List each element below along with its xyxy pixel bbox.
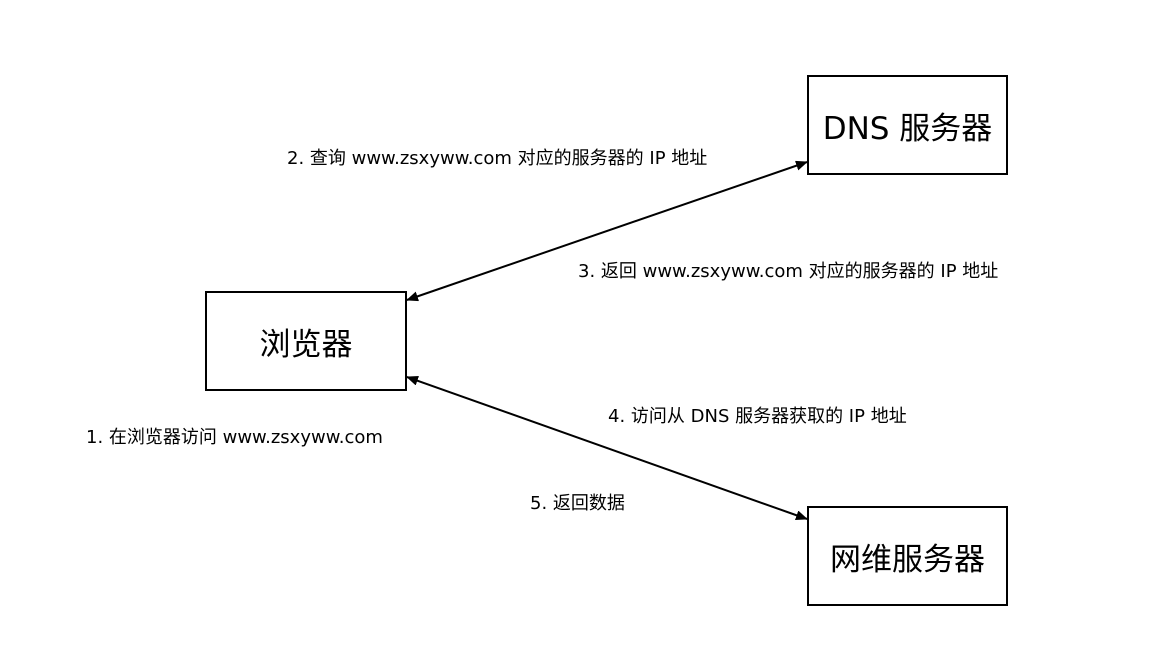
dns-server-node: DNS 服务器	[807, 75, 1008, 175]
browser-node: 浏览器	[205, 291, 407, 391]
step-2-label: 2. 查询 www.zsxyww.com 对应的服务器的 IP 地址	[287, 148, 708, 169]
step-3-label: 3. 返回 www.zsxyww.com 对应的服务器的 IP 地址	[578, 261, 999, 282]
web-server-node: 网维服务器	[807, 506, 1008, 606]
dns-server-node-label: DNS 服务器	[822, 110, 993, 147]
step-5-label: 5. 返回数据	[530, 493, 625, 514]
web-server-node-label: 网维服务器	[830, 541, 985, 578]
arrow-browser-dns	[406, 160, 808, 302]
arrow-browser-web	[406, 375, 808, 521]
step-1-label: 1. 在浏览器访问 www.zsxyww.com	[86, 427, 383, 448]
browser-node-label: 浏览器	[259, 326, 353, 363]
step-4-label: 4. 访问从 DNS 服务器获取的 IP 地址	[608, 406, 907, 427]
